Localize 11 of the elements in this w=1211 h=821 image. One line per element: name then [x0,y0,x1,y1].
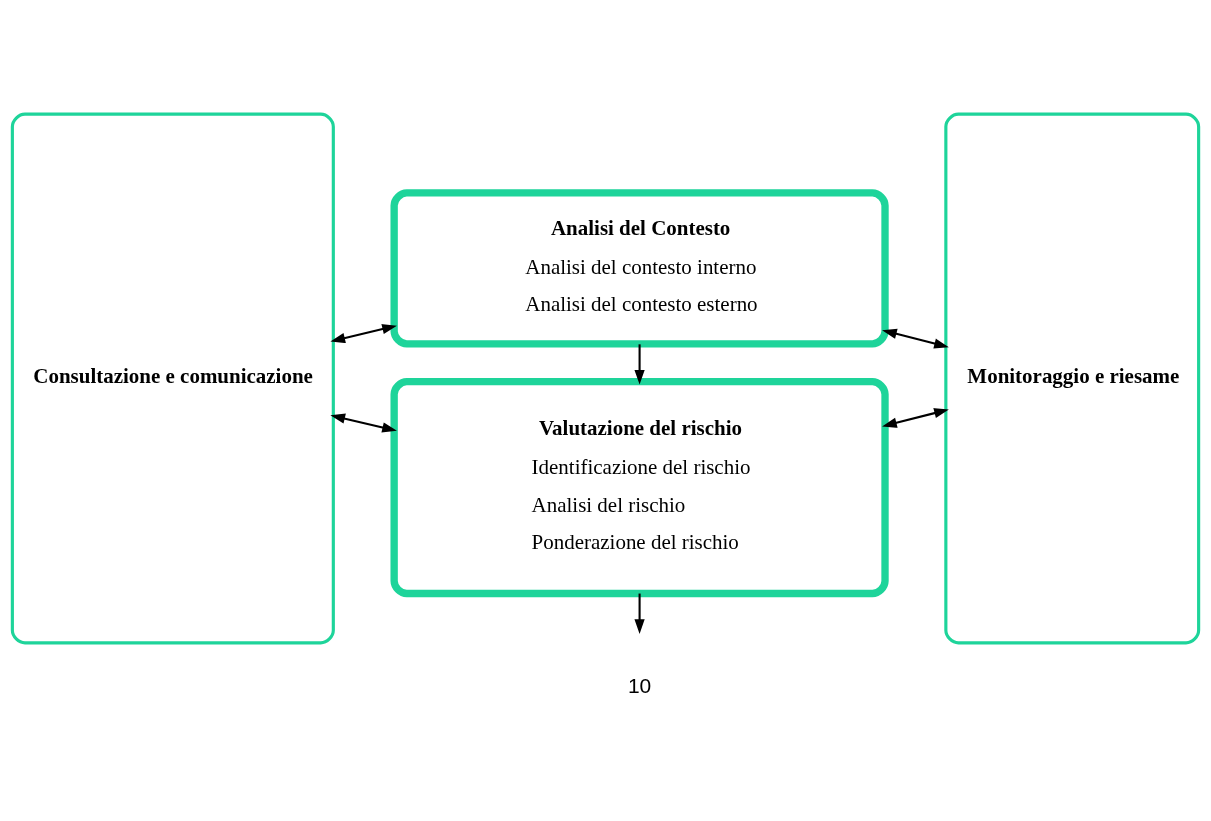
node-box: Valutazione del rischio Identificazione del rischio Analisi del rischio Ponderazione del rischio [390,378,889,598]
arrow [330,413,397,433]
node-box: Monitoraggio e riesame [944,112,1201,645]
arrow [882,328,949,349]
arrow [634,593,645,634]
node-box: Consultazione e comunicazione [10,112,335,645]
label: 10 [627,674,652,698]
arrow [882,408,949,428]
arrow [634,344,645,385]
arrow [330,324,397,344]
node-box: Analisi del Contesto Analisi del contesto interno Analisi del contesto esterno [390,189,889,348]
